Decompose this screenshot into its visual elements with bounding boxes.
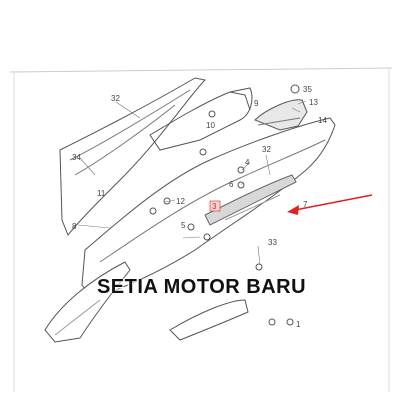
callout-14: 14 [318,116,327,125]
callout-34: 34 [72,153,81,162]
callout-5: 5 [181,221,186,230]
upper-cover-part [149,87,253,151]
watermark-text: SETIA MOTOR BARU [96,276,307,298]
callout-6: 6 [229,180,234,189]
callout-32-top: 32 [111,94,120,103]
callout-12: 12 [176,197,185,206]
callout-3: 3 [212,202,217,211]
callout-8: 8 [72,222,77,231]
bracket-part [254,99,308,131]
left-shroud-part [59,77,207,236]
callout-11: 11 [97,189,106,198]
callout-4: 4 [245,158,250,167]
callout-35: 35 [303,85,312,94]
red-box-3 [209,200,221,212]
callout-33: 33 [268,238,277,247]
callout-10: 10 [206,121,215,130]
callout-13: 13 [309,98,318,107]
callout-32-mid: 32 [262,145,271,154]
callout-1: 1 [296,320,301,329]
main-side-cover-part [81,117,336,299]
callout-9: 9 [254,99,259,108]
red-arrow [287,194,373,215]
lower-right-part [169,299,249,341]
fasteners [149,84,300,326]
leader-lines [77,100,307,266]
callout-7: 7 [303,200,308,209]
lower-left-part [44,261,131,343]
frame-top [9,67,393,73]
